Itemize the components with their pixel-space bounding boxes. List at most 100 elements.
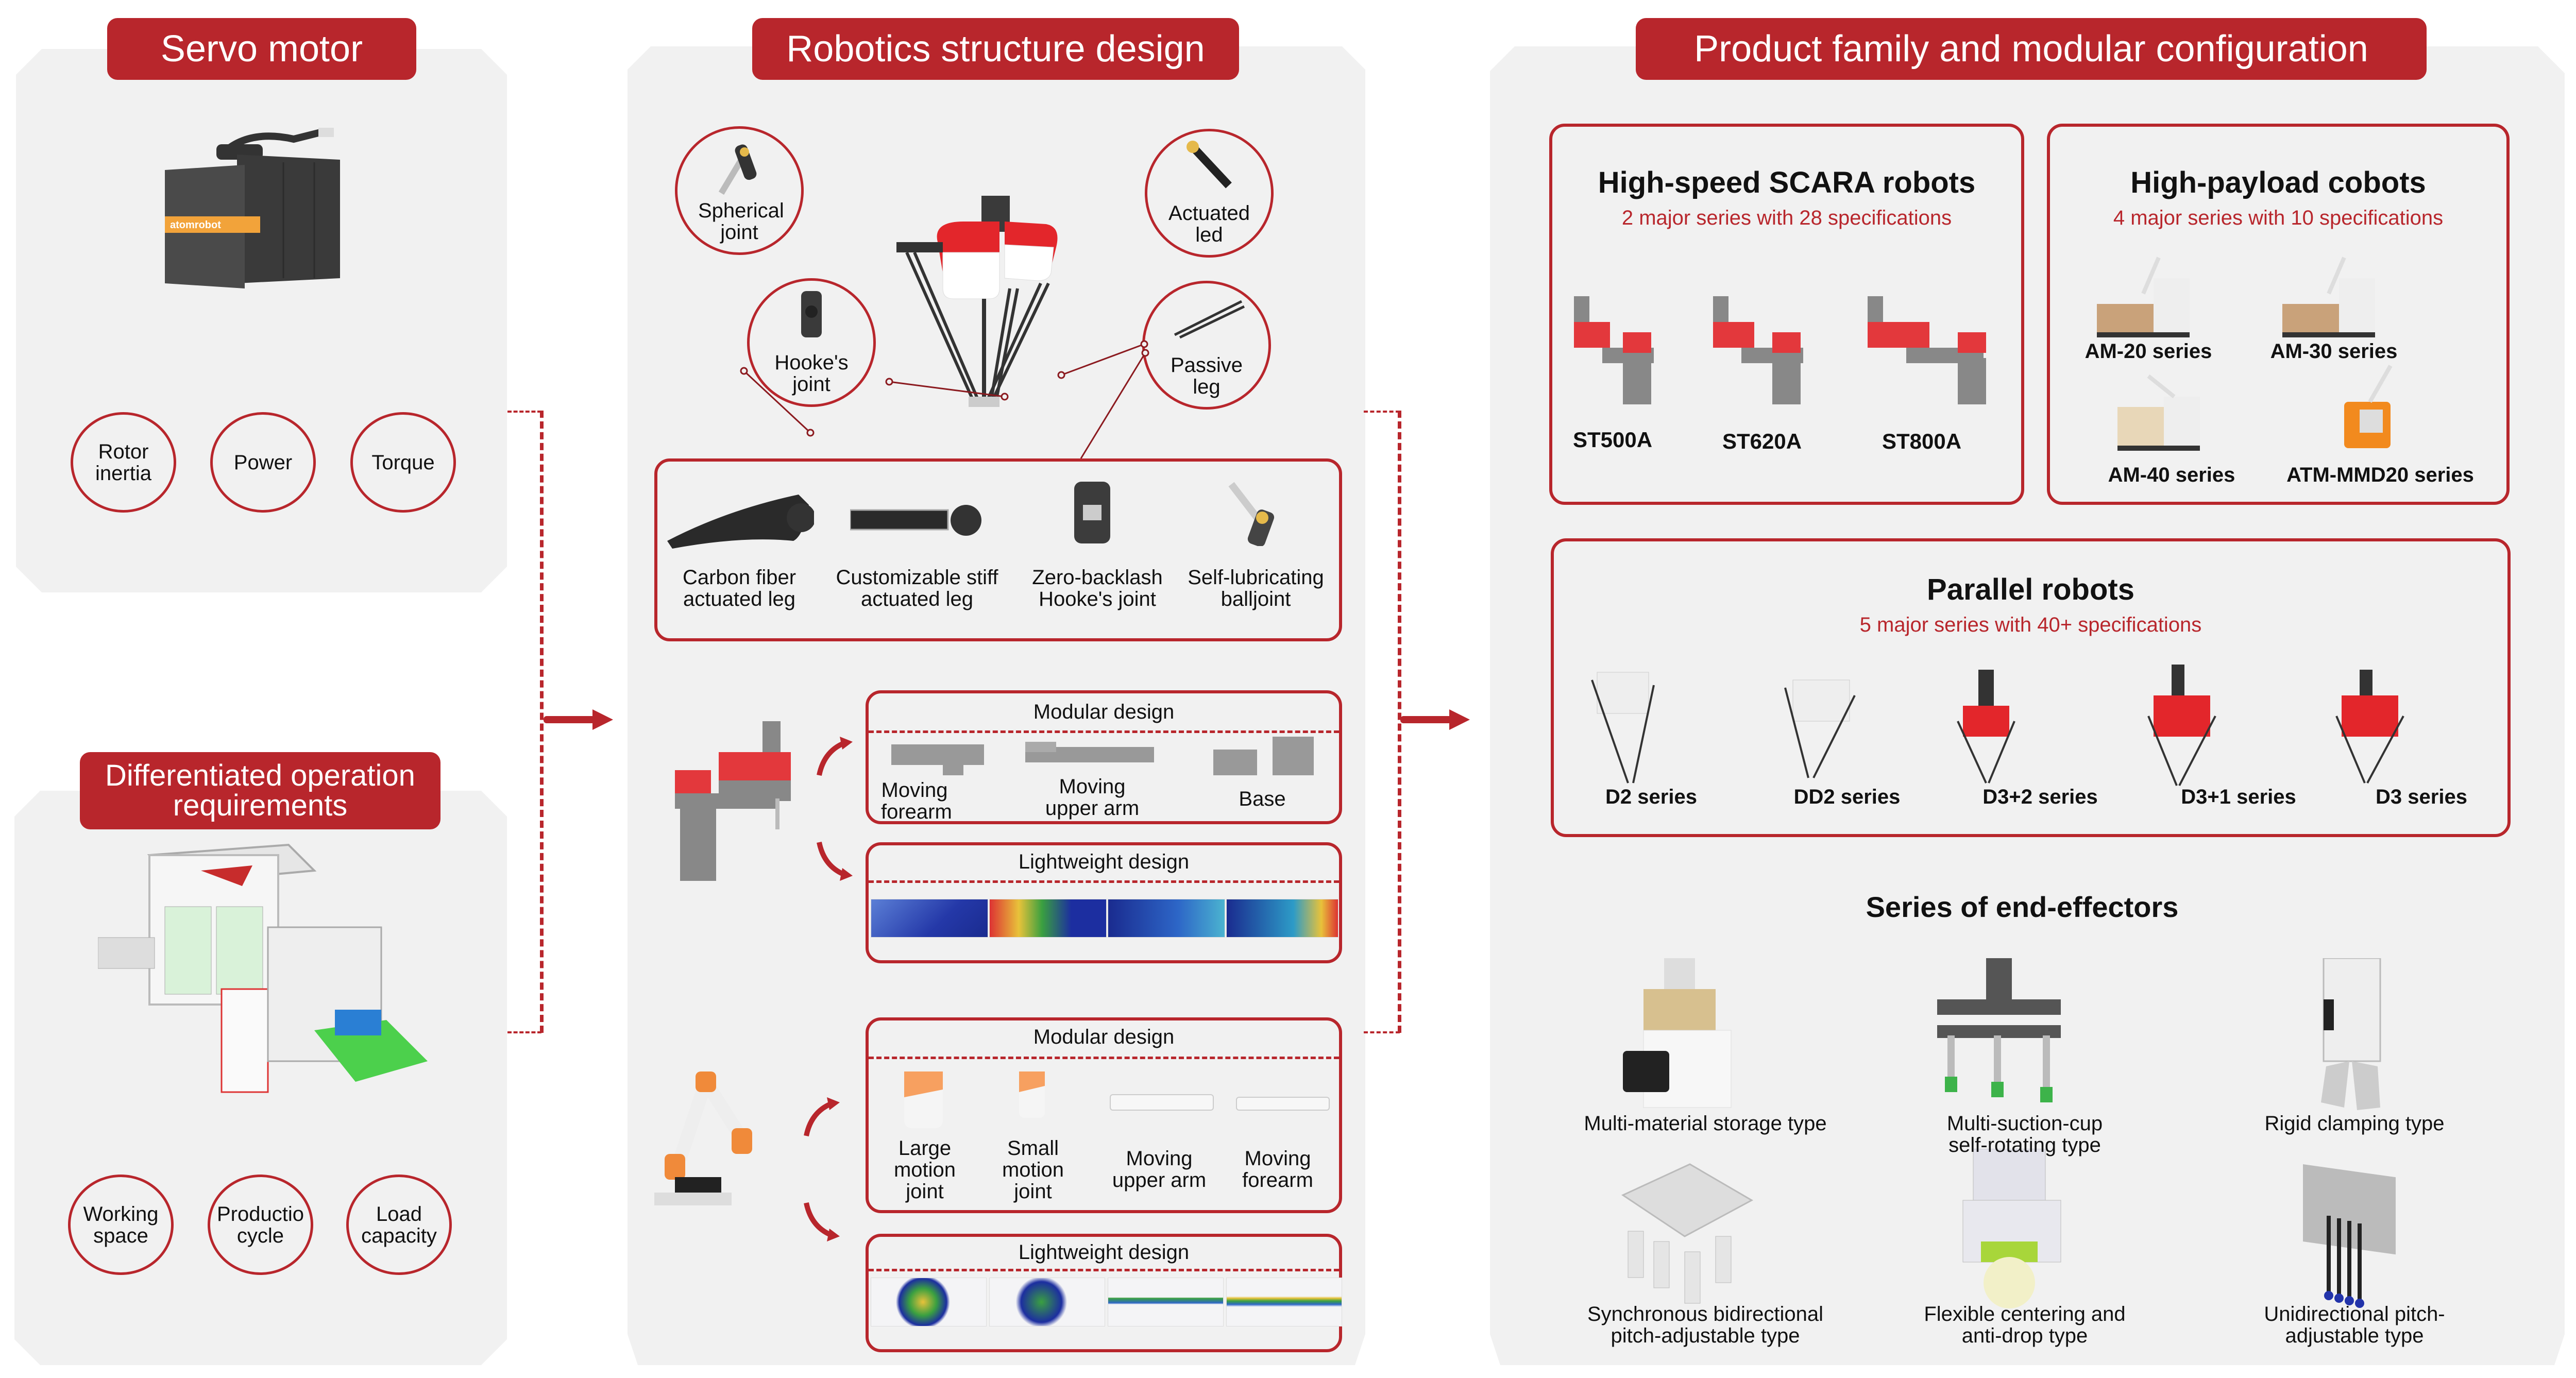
arrow-right-icon: [544, 709, 613, 730]
end-effector-label-unidirectional: Unidirectional pitch-adjustable type: [2264, 1303, 2445, 1347]
scara-model-st500a: ST500A: [1572, 428, 1653, 452]
part-spherical-joint-label: Spherical joint: [698, 199, 784, 244]
cobot-lightweight-title: Lightweight design: [1018, 1241, 1190, 1264]
part-hookes-joint-label: Hooke's joint: [774, 351, 849, 396]
product-family-title: Product family and modular configuration: [1636, 18, 2427, 80]
component-carbon-fiber-leg: Carbon fiber actuated leg: [682, 566, 796, 610]
parallel-dd2-image: [1784, 679, 1856, 778]
part-passive-leg: Passive leg: [1142, 281, 1271, 410]
actuated-leg-icon: [1187, 141, 1232, 189]
carbon-fiber-leg-icon: [667, 495, 814, 549]
curved-arrow-down-icon: [817, 841, 853, 881]
end-effectors-title: Series of end-effectors: [1866, 891, 2179, 923]
parallel-robot-images: [1591, 665, 2404, 786]
cobot-fea-1: [871, 1278, 987, 1326]
curved-arrow-up-icon: [817, 737, 853, 776]
cobot-fea-3: [1108, 1278, 1224, 1326]
cobot-upper-arm-icon: [1110, 1094, 1214, 1111]
scara-robots-subtitle: 2 major series with 28 specifications: [1621, 207, 1952, 229]
end-effector-label-multi-suction: Multi-suction-cup self-rotating type: [1946, 1112, 2103, 1156]
parallel-d2-image: [1591, 672, 1655, 784]
part-passive-leg-label: Passive leg: [1170, 354, 1243, 398]
factor-load-capacity: Load capacity: [346, 1175, 452, 1275]
scara-robot-image: [675, 721, 791, 881]
cobot-forearm-icon: [1236, 1097, 1330, 1111]
end-effector-rigid-clamping-image: [2321, 958, 2381, 1110]
workcell-machine-image: [98, 843, 428, 1093]
zero-backlash-hookes-joint-icon: [1074, 482, 1110, 543]
servo-motor-title: Servo motor: [107, 18, 416, 80]
scara-model-st800a: ST800A: [1882, 429, 1962, 453]
scara-module-base: Base: [1239, 788, 1286, 810]
cobot-module-small-joint: Small motion joint: [1002, 1137, 1064, 1203]
parallel-model-d3-plus-1: D3+1 series: [2181, 786, 2296, 808]
scara-fea-4: [1226, 899, 1338, 938]
bracket-vertical-middle: [1398, 411, 1401, 1033]
high-payload-cobots-box: High-payload cobots 4 major series with …: [2047, 124, 2510, 505]
bracket-bottom-middle: [1364, 1031, 1400, 1033]
parallel-d3-plus-1-image: [2147, 665, 2216, 786]
part-hookes-joint: Hooke's joint: [747, 278, 876, 407]
bracket-vertical-left: [540, 411, 544, 1033]
end-effector-label-multi-material: Multi-material storage type: [1584, 1112, 1827, 1135]
cobot-lightweight-divider: [869, 1269, 1339, 1271]
part-actuated-leg-label: Actuated led: [1168, 202, 1250, 246]
parallel-model-dd2: DD2 series: [1793, 786, 1901, 808]
factor-power: Power: [210, 412, 316, 513]
scara-st620a-image: [1713, 296, 1803, 404]
cobots-title: High-payload cobots: [2130, 166, 2426, 199]
cobot-model-am20: AM-20 series: [2084, 340, 2212, 363]
end-effector-label-flexible-centering: Flexible centering and anti-drop type: [1924, 1303, 2126, 1347]
component-hookes-joint: Zero-backlash Hooke's joint: [1032, 566, 1163, 610]
passive-leg-icon: [1174, 300, 1245, 339]
servo-motor-image: atomrobot: [165, 128, 340, 288]
cobot-module-large-joint: Large motion joint: [893, 1137, 956, 1203]
end-effector-unidirectional-image: [2303, 1164, 2396, 1308]
scara-st500a-image: [1574, 296, 1654, 404]
parallel-model-d3-plus-2: D3+2 series: [1982, 786, 2098, 808]
factor-production-cycle: Productio cycle: [208, 1175, 313, 1275]
factor-torque: Torque: [350, 412, 456, 513]
cobot-fea-2: [989, 1278, 1105, 1326]
bracket-bottom-left: [507, 1031, 541, 1033]
cobots-subtitle: 4 major series with 10 specifications: [2113, 207, 2444, 229]
end-effector-multi-suction-image: [1937, 958, 2061, 1102]
end-effector-label-rigid-clamping: Rigid clamping type: [2264, 1112, 2445, 1135]
cobot-fea-4: [1226, 1278, 1342, 1326]
cobot-am30-image: [2282, 257, 2375, 337]
cobot-am20-image: [2097, 257, 2190, 337]
cobot-modular-box: Modular design: [866, 1017, 1342, 1213]
parallel-robots-title: Parallel robots: [1927, 573, 2134, 606]
components-box: [654, 458, 1342, 641]
scara-base-module-icon: [1213, 737, 1314, 775]
scara-st800a-image: [1868, 296, 1986, 404]
scara-robots-title: High-speed SCARA robots: [1598, 166, 1976, 199]
spherical-joint-icon: [718, 144, 757, 195]
component-balljoint: Self-lubricating balljoint: [1188, 566, 1324, 610]
cobot-model-am40: AM-40 series: [2108, 464, 2235, 486]
scara-lightweight-title: Lightweight design: [1018, 850, 1190, 873]
self-lubricating-balljoint-icon: [1228, 482, 1275, 546]
curved-arrow-down-icon-2: [804, 1202, 840, 1241]
component-stiff-leg: Customizable stiff actuated leg: [836, 566, 998, 610]
part-actuated-leg: Actuated led: [1145, 129, 1274, 258]
bracket-top-middle: [1364, 411, 1400, 413]
part-spherical-joint: Spherical joint: [675, 126, 804, 255]
delta-robot-image: [896, 196, 1058, 407]
cobot-module-upper-arm: Moving upper arm: [1112, 1147, 1207, 1192]
robotics-structure-title: Robotics structure design: [752, 18, 1239, 80]
scara-robots-box: High-speed SCARA robots 2 major series w…: [1549, 124, 2024, 505]
cobot-am40-image: [2117, 374, 2200, 451]
cobot-arm-image: [654, 1071, 752, 1205]
svg-text:atomrobot: atomrobot: [170, 219, 221, 231]
scara-lightweight-divider: [869, 880, 1339, 883]
bracket-top-left: [507, 411, 541, 413]
small-motion-joint-icon: [1019, 1071, 1045, 1118]
parallel-d3-plus-2-image: [1957, 670, 2015, 784]
end-effector-multi-material-image: [1623, 958, 1732, 1108]
scara-upper-arm-module-icon: [1025, 742, 1154, 762]
end-effector-synchronous-bidirectional-image: [1621, 1163, 1754, 1304]
hookes-joint-icon: [801, 291, 822, 337]
end-effector-label-synchronous-bidirectional: Synchronous bidirectional pitch-adjustab…: [1587, 1303, 1824, 1347]
scara-forearm-module-icon: [891, 744, 984, 775]
